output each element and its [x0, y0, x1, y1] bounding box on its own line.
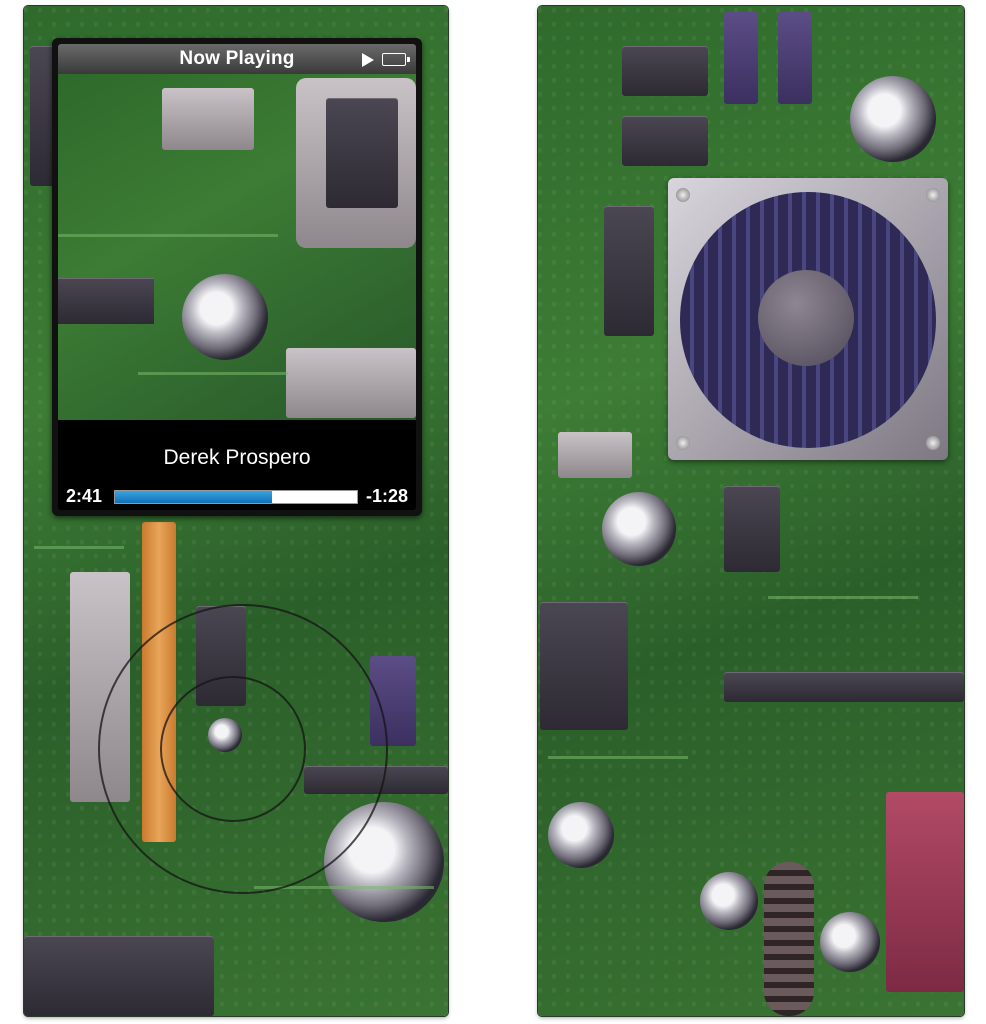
slot: [724, 672, 964, 702]
capacitor: [548, 802, 614, 868]
capacitor: [602, 492, 676, 566]
header-pins: [778, 12, 812, 104]
progress-fill: [115, 491, 273, 503]
chip: [622, 46, 708, 96]
chip: [604, 206, 654, 336]
screen-title: Now Playing: [179, 48, 295, 69]
chip: [24, 936, 214, 1016]
play-icon: [362, 53, 374, 67]
battery-icon: [382, 53, 410, 66]
artist-name: Derek Prospero: [163, 446, 311, 469]
back-skin: [538, 6, 964, 1016]
album-artwork: [58, 74, 416, 420]
screw-icon: [926, 436, 940, 450]
center-button[interactable]: [160, 676, 306, 822]
capacitor: [700, 872, 758, 930]
capacitor: [820, 912, 880, 972]
label: [558, 432, 632, 478]
elapsed-time: 2:41: [66, 486, 103, 506]
trace: [254, 886, 434, 889]
trace: [34, 546, 124, 549]
now-playing-info: Derek Prospero 2:41 -1:28: [58, 420, 416, 510]
cooling-fan: [668, 178, 948, 460]
chip: [30, 46, 56, 186]
ipod-screen: Now Playing Derek Prospero 2:41: [52, 38, 422, 516]
remaining-time: -1:28: [365, 486, 408, 506]
chip: [622, 116, 708, 166]
screw-icon: [676, 188, 690, 202]
chip: [540, 602, 628, 730]
socket: [886, 792, 964, 992]
screw-icon: [926, 188, 940, 202]
coil: [764, 862, 814, 1016]
trace: [768, 596, 918, 599]
progress-bar: [114, 490, 358, 504]
capacitor: [850, 76, 936, 162]
screw-icon: [676, 436, 690, 450]
fan-hub: [758, 270, 854, 366]
title-bar: Now Playing: [58, 44, 416, 74]
header-pins: [724, 12, 758, 104]
trace: [548, 756, 688, 759]
click-wheel[interactable]: [98, 604, 388, 894]
chip: [724, 486, 780, 572]
